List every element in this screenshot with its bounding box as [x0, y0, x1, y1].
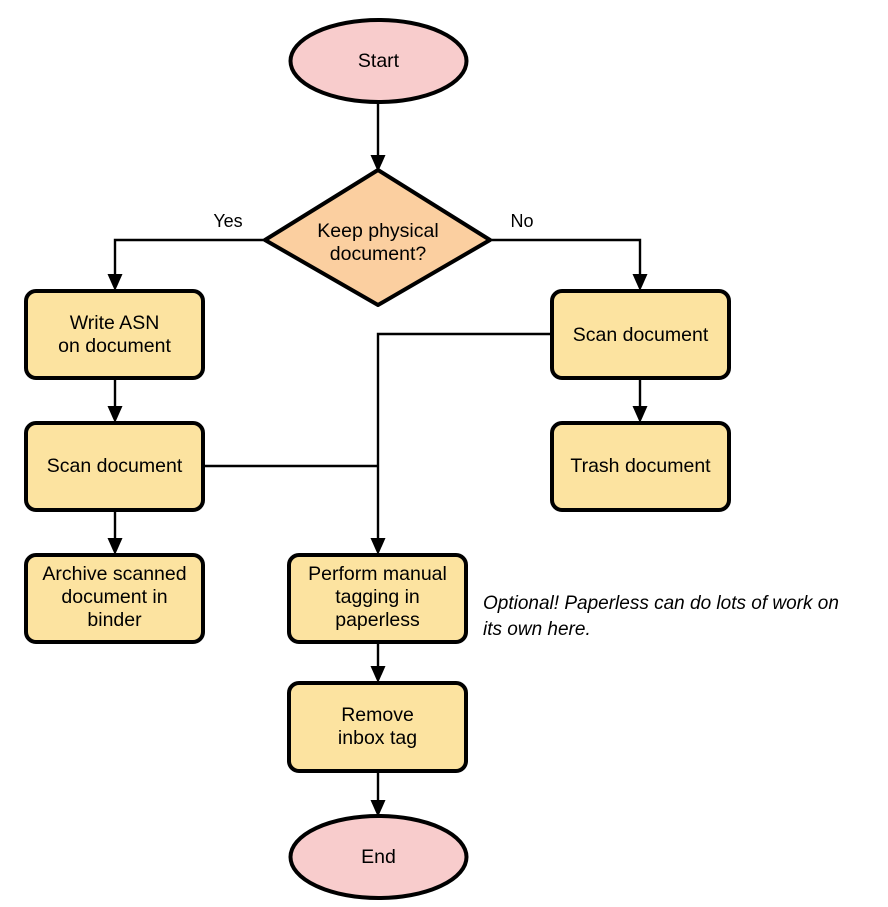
archive-box-shape	[24, 553, 205, 644]
node-decision-label-line2: document?	[330, 243, 427, 265]
node-scan-document-left[interactable]: Scan document	[24, 421, 205, 512]
node-archive-scanned-document[interactable]: Archive scanned document in binder	[24, 553, 205, 644]
node-archive-label-line2: document in	[61, 586, 167, 608]
node-scan-document-left-label: Scan document	[47, 455, 183, 477]
edge-scan-right-to-trash	[632, 378, 648, 423]
edge-tagging-to-remove-inbox	[370, 642, 386, 683]
node-write-asn-label-line1: Write ASN	[70, 312, 160, 334]
node-tagging-label-line1: Perform manual	[308, 563, 447, 585]
edge-scan-left-to-archive	[107, 510, 123, 555]
node-end-label: End	[361, 846, 396, 868]
decision-diamond-shape	[263, 168, 492, 307]
node-archive-label-line3: binder	[87, 609, 142, 631]
annotation-optional-note: Optional! Paperless can do lots of work …	[483, 593, 839, 640]
edge-label-no: No	[510, 211, 533, 231]
node-remove-inbox-label-line1: Remove	[341, 704, 414, 726]
node-perform-manual-tagging[interactable]: Perform manual tagging in paperless	[287, 553, 468, 644]
node-tagging-label-line3: paperless	[335, 609, 420, 631]
node-decision-keep-physical-document[interactable]: Keep physical document?	[263, 168, 492, 307]
node-write-asn-label-line2: on document	[58, 335, 171, 357]
node-remove-inbox-label-line2: inbox tag	[338, 727, 417, 749]
node-start[interactable]: Start	[288, 18, 469, 104]
node-remove-inbox-tag[interactable]: Remove inbox tag	[287, 681, 468, 773]
edge-label-yes: Yes	[213, 211, 242, 231]
remove-inbox-box-shape	[287, 681, 468, 773]
node-end[interactable]: End	[288, 814, 469, 900]
scan-document-right-box-shape	[550, 289, 731, 380]
node-scan-document-right[interactable]: Scan document	[550, 289, 731, 380]
edge-scan-right-to-tagging	[370, 332, 552, 555]
node-scan-document-right-label: Scan document	[573, 324, 709, 346]
end-ellipse-shape	[288, 814, 469, 900]
trash-document-box-shape	[550, 421, 731, 512]
scan-document-left-box-shape	[24, 421, 205, 512]
tagging-box-shape	[287, 553, 468, 644]
write-asn-box-shape	[24, 289, 205, 380]
node-start-label: Start	[358, 50, 400, 72]
edge-write-asn-to-scan-left	[107, 378, 123, 423]
edge-start-to-decision	[370, 102, 386, 172]
node-decision-label-line1: Keep physical	[317, 220, 438, 242]
node-tagging-label-line2: tagging in	[335, 586, 420, 608]
node-write-asn-on-document[interactable]: Write ASN on document	[24, 289, 205, 380]
annotation-optional-note-line2: its own here.	[483, 619, 591, 640]
node-trash-document-label: Trash document	[570, 455, 711, 477]
edge-remove-inbox-to-end	[370, 771, 386, 817]
start-ellipse-shape	[288, 18, 469, 104]
annotation-optional-note-line1: Optional! Paperless can do lots of work …	[483, 593, 839, 614]
edge-decision-no-to-scan-right	[490, 238, 648, 291]
node-archive-label-line1: Archive scanned	[42, 563, 186, 585]
edge-decision-yes-to-write-asn	[107, 238, 265, 291]
node-trash-document[interactable]: Trash document	[550, 421, 731, 512]
